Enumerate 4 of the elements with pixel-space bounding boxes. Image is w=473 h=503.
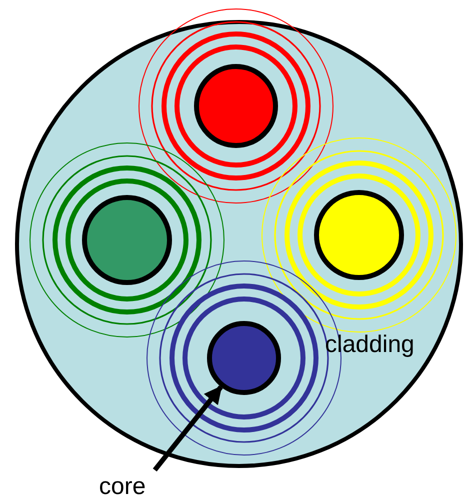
fiber-core	[314, 190, 404, 280]
fiber-core	[194, 64, 278, 148]
core-label: core	[99, 474, 161, 502]
fiber-core	[82, 195, 172, 285]
